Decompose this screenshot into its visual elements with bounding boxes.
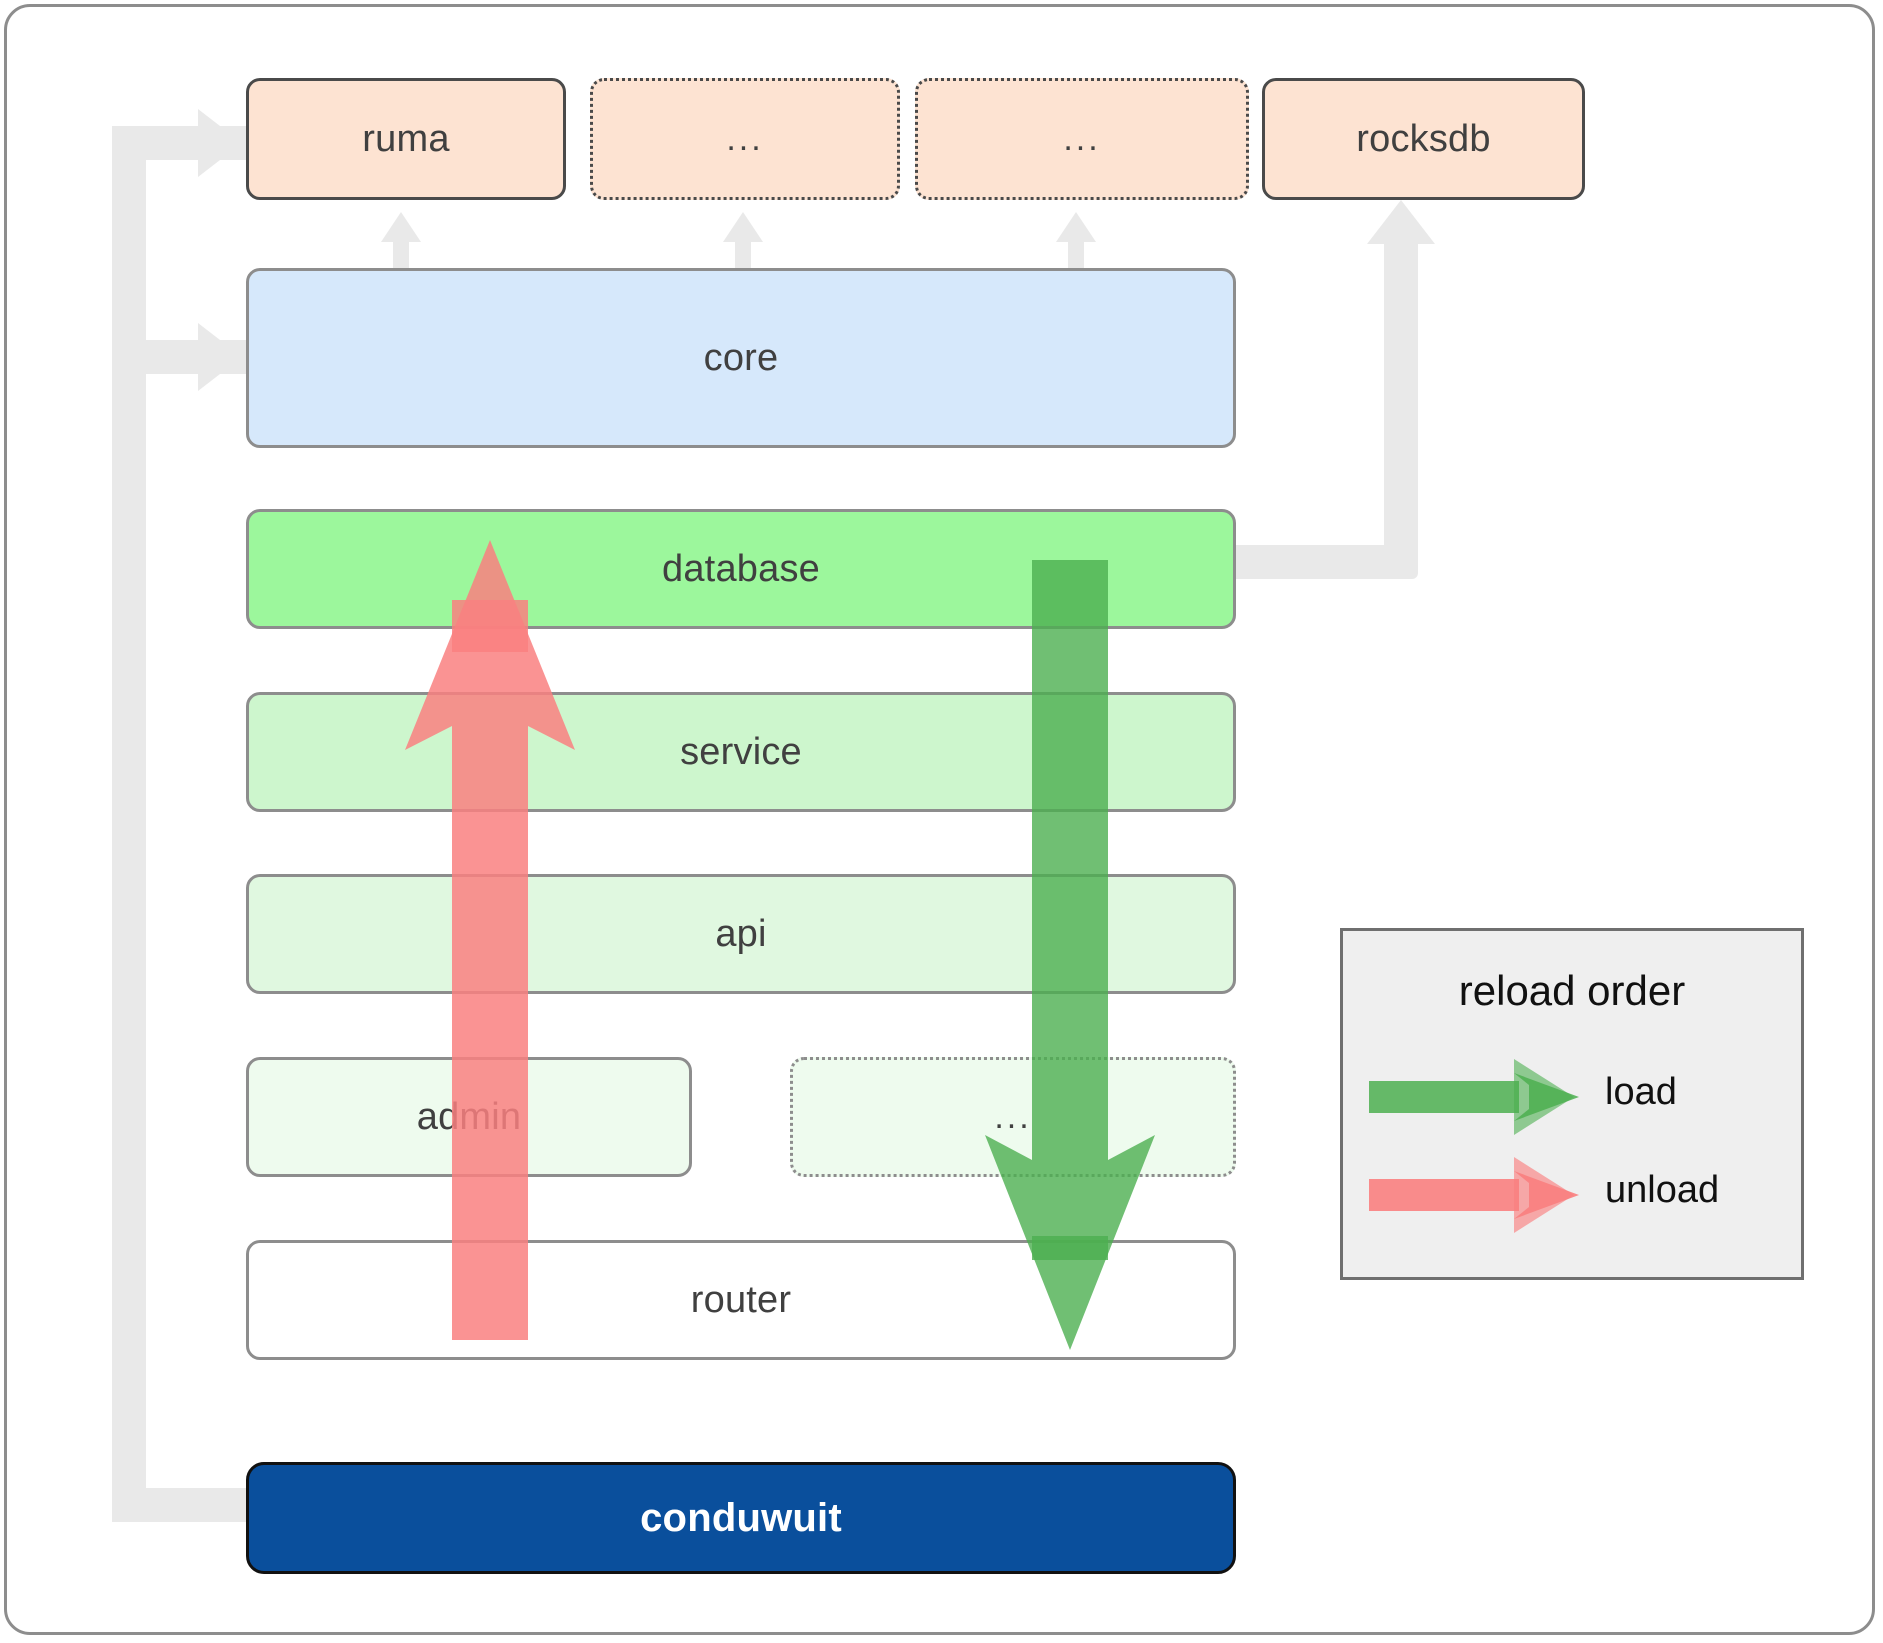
dependency-box-ellipsis-1[interactable]: ... [590, 78, 900, 200]
layer-box-router[interactable]: router [246, 1240, 1236, 1360]
dependency-label: ... [726, 119, 764, 158]
layer-box-api[interactable]: api [246, 874, 1236, 994]
connector-bottom-horizontal [112, 1488, 252, 1522]
legend-title: reload order [1458, 967, 1686, 1014]
connector-trunk-vertical [112, 126, 146, 1522]
layer-box-database[interactable]: database [246, 509, 1236, 629]
layer-label: api [715, 912, 767, 955]
legend-load-label: load [1605, 1071, 1677, 1113]
layer-box-core[interactable]: core [246, 268, 1236, 448]
layer-label: service [680, 730, 802, 773]
dependency-box-ellipsis-2[interactable]: ... [915, 78, 1249, 200]
connector-arrow-rocksdb-icon [1367, 200, 1435, 244]
layer-box-ellipsis[interactable]: ... [790, 1057, 1236, 1177]
connector-core-dep2-arrow-icon [723, 212, 763, 242]
layer-box-admin[interactable]: admin [246, 1057, 692, 1177]
connector-core-ruma-stem [393, 240, 409, 275]
layer-label: ... [994, 1097, 1032, 1136]
layer-label: database [662, 547, 820, 590]
connector-core-dep3-arrow-icon [1056, 212, 1096, 242]
connector-arrow-core-icon [198, 323, 242, 391]
binary-box-conduwuit[interactable]: conduwuit [246, 1462, 1236, 1574]
connector-core-ruma-arrow-icon [381, 212, 421, 242]
dependency-box-rocksdb[interactable]: rocksdb [1262, 78, 1585, 200]
legend-unload-label: unload [1605, 1169, 1720, 1211]
legend-unload-arrow-icon [1369, 1157, 1579, 1233]
dependency-label: ruma [362, 117, 450, 160]
layer-label: core [703, 336, 779, 379]
layer-box-service[interactable]: service [246, 692, 1236, 812]
dependency-label: rocksdb [1356, 117, 1491, 160]
diagram-frame [4, 4, 1875, 1635]
layer-label: router [690, 1278, 792, 1321]
connector-arrow-ruma-icon [198, 109, 242, 177]
legend-panel: reload order load unload [1340, 928, 1804, 1280]
binary-label: conduwuit [640, 1495, 842, 1540]
connector-core-dep3-stem [1068, 240, 1084, 275]
connector-rocksdb-vertical [1384, 242, 1418, 562]
connector-core-dep2-stem [735, 240, 751, 275]
dependency-box-ruma[interactable]: ruma [246, 78, 566, 200]
legend-load-arrow-icon [1369, 1059, 1579, 1135]
layer-label: admin [416, 1095, 522, 1138]
dependency-label: ... [1063, 119, 1101, 158]
